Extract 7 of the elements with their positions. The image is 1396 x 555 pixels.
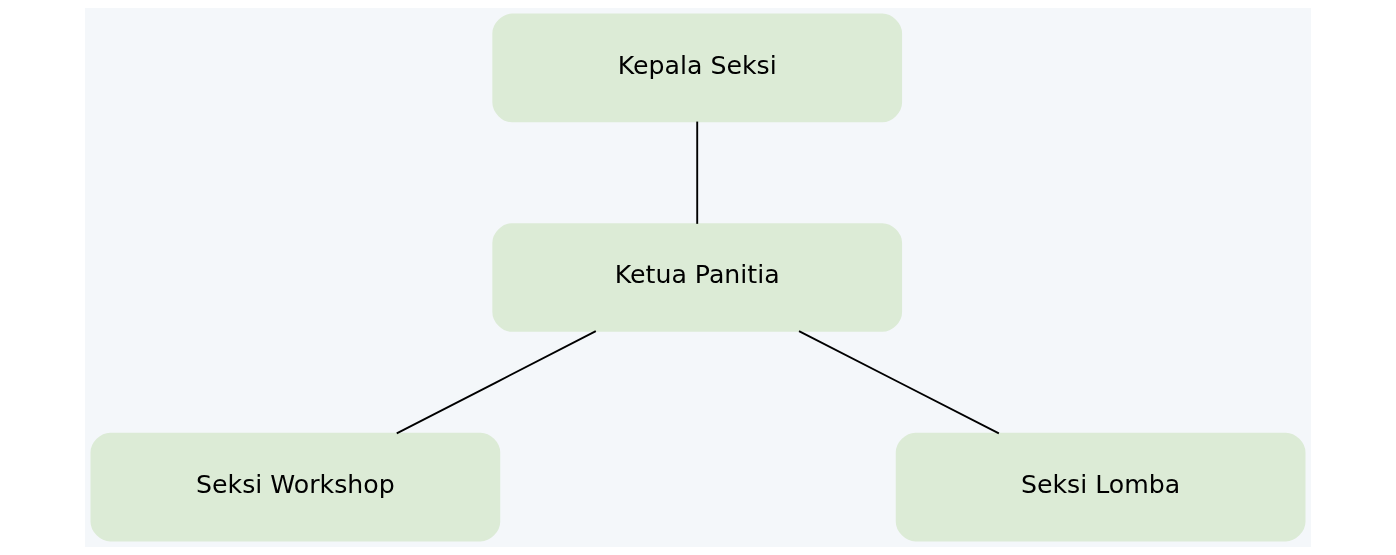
node-box: Ketua Panitia	[492, 223, 903, 332]
connector	[696, 120, 699, 225]
node-box: Kepala Seksi	[492, 13, 903, 123]
connector	[395, 330, 597, 435]
connector	[798, 330, 1000, 435]
node-box: Seksi Workshop	[90, 432, 501, 542]
node-box: Seksi Lomba	[895, 432, 1306, 542]
